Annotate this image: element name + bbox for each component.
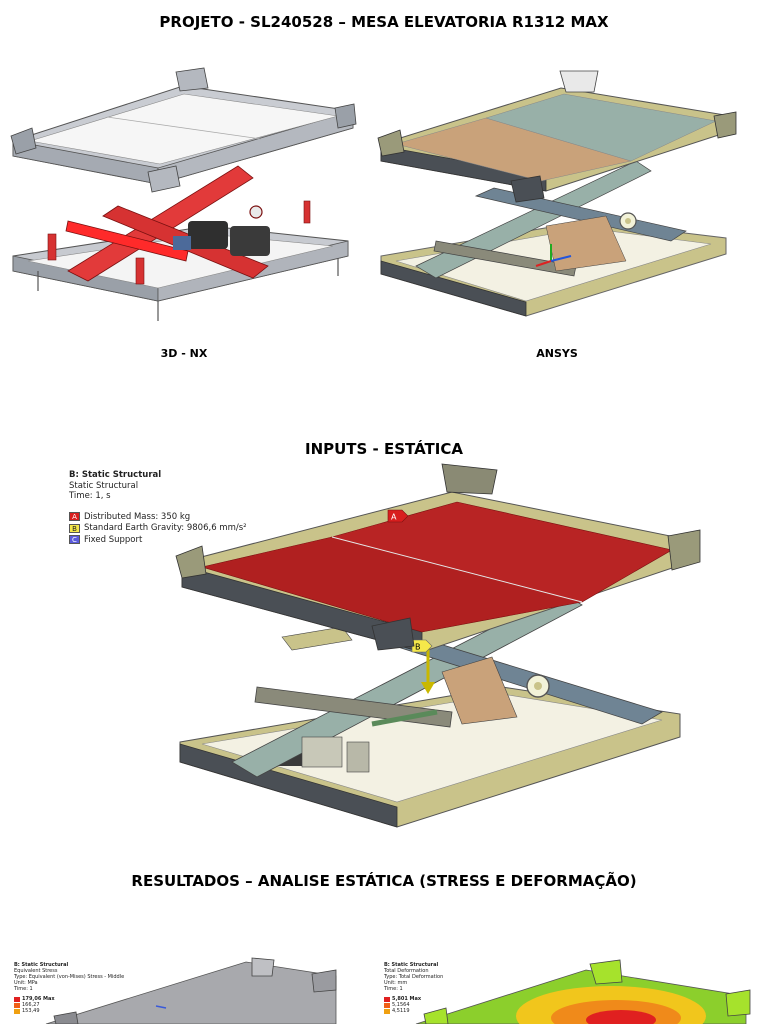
deformation-scale-value: 5,1564 bbox=[392, 1002, 410, 1008]
marker-b: B bbox=[415, 643, 421, 652]
legend-item-label: Fixed Support bbox=[84, 534, 143, 545]
nx-3d-model-image bbox=[10, 67, 357, 321]
stress-legend-line: Type: Equivalent (von-Mises) Stress - Mi… bbox=[14, 974, 125, 980]
legend-tag-c: C bbox=[69, 535, 80, 545]
ansys-model-image bbox=[377, 70, 737, 317]
deformation-legend-line: Total Deformation bbox=[384, 968, 429, 974]
legend-subtitle: Static Structural bbox=[69, 480, 139, 491]
deformation-legend-title: B: Static Structural bbox=[384, 962, 439, 968]
legend-title: B: Static Structural bbox=[69, 470, 162, 480]
legend-tag-b: B bbox=[69, 523, 80, 533]
stress-scale-row: 179,06 Max bbox=[14, 996, 124, 1002]
deformation-scale-row: 5,1564 bbox=[384, 1002, 443, 1008]
deformation-legend-line: Type: Total Deformation bbox=[384, 974, 444, 980]
legend-time: Time: 1, s bbox=[69, 491, 111, 501]
stress-legend-line: Unit: MPa bbox=[14, 980, 38, 986]
stress-legend-title: B: Static Structural bbox=[14, 962, 69, 968]
caption-ansys: ANSYS bbox=[536, 347, 578, 360]
marker-a: A bbox=[391, 513, 397, 522]
legend-item-label: Distributed Mass: 350 kg bbox=[84, 511, 191, 522]
deformation-result-image bbox=[415, 959, 751, 1024]
deformation-scale-max: 5,801 Max bbox=[392, 996, 422, 1002]
legend-item-label: Standard Earth Gravity: 9806,6 mm/s² bbox=[84, 523, 247, 533]
legend-tag-a: A bbox=[69, 512, 80, 522]
stress-scale-row: 153,49 bbox=[14, 1008, 124, 1014]
deformation-scale-row: 4,5119 bbox=[384, 1008, 443, 1014]
deformation-scale-row: 5,801 Max bbox=[384, 996, 443, 1002]
deformation-legend: B: Static Structural Total Deformation T… bbox=[384, 962, 443, 1014]
legend-item-fixed-support: C Fixed Support bbox=[69, 535, 247, 546]
stress-legend-line: Time: 1 bbox=[14, 986, 33, 992]
inputs-heading: INPUTS - ESTÁTICA bbox=[304, 440, 463, 458]
project-title: PROJETO - SL240528 – MESA ELEVATORIA R13… bbox=[159, 13, 609, 31]
deformation-legend-line: Time: 1 bbox=[384, 986, 403, 992]
stress-legend: B: Static Structural Equivalent Stress T… bbox=[14, 962, 124, 1014]
stress-scale-value: 153,49 bbox=[22, 1008, 40, 1014]
stress-legend-line: Equivalent Stress bbox=[14, 968, 58, 974]
legend-item-distributed-mass: A Distributed Mass: 350 kg bbox=[69, 512, 247, 523]
stress-scale-row: 166,27 bbox=[14, 1002, 124, 1008]
stress-result-image bbox=[45, 957, 337, 1024]
deformation-scale-value: 4,5119 bbox=[392, 1008, 410, 1014]
inputs-legend: B: Static Structural Static Structural T… bbox=[69, 470, 247, 545]
inputs-ansys-model-image: A B bbox=[175, 463, 701, 828]
deformation-legend-line: Unit: mm bbox=[384, 980, 408, 986]
results-heading: RESULTADOS – ANALISE ESTÁTICA (STRESS E … bbox=[131, 872, 637, 890]
caption-3d-nx: 3D - NX bbox=[160, 347, 208, 360]
stress-scale-value: 166,27 bbox=[22, 1002, 40, 1008]
stress-scale-max: 179,06 Max bbox=[22, 996, 55, 1002]
legend-item-earth-gravity: B Standard Earth Gravity: 9806,6 mm/s² bbox=[69, 523, 247, 534]
